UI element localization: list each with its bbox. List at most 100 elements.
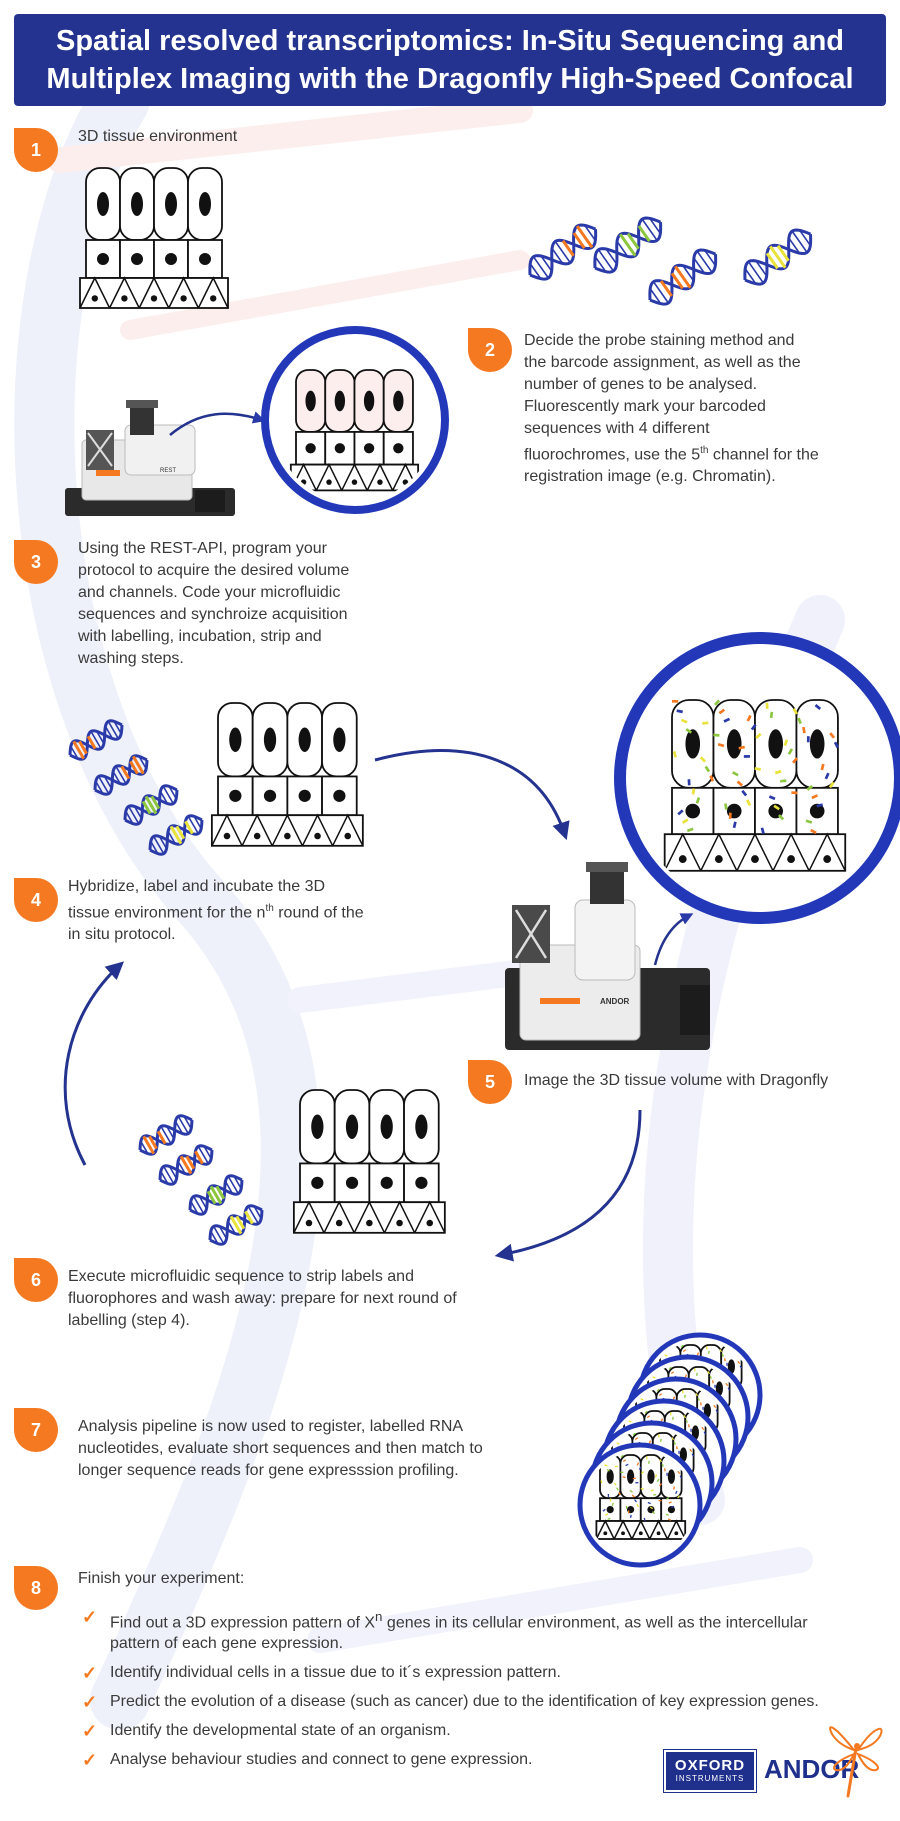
fluorescent-label xyxy=(620,1454,624,1458)
basal-nucleus xyxy=(180,295,187,302)
fluorescent-label xyxy=(648,1460,650,1464)
cell-nucleus xyxy=(334,443,346,454)
fluorescent-label xyxy=(721,1353,724,1357)
dna-strand xyxy=(158,1144,214,1186)
basal-layer xyxy=(79,277,229,309)
step-5-text: Image the 3D tissue volume with Dragonfl… xyxy=(524,1070,894,1092)
fluorescent-label xyxy=(640,1398,644,1401)
fluorescent-label xyxy=(628,1420,632,1423)
step-3-line: washing steps. xyxy=(78,650,184,667)
cell-nucleus xyxy=(685,803,701,819)
fluorescent-label xyxy=(806,736,810,743)
fluorescent-label xyxy=(668,1366,672,1370)
fluorescent-label xyxy=(664,1354,668,1357)
basal-nucleus xyxy=(121,295,128,302)
fluorescent-label xyxy=(665,1513,669,1516)
basal-nucleus xyxy=(426,1219,434,1227)
fluorescent-label xyxy=(820,763,825,771)
fluorescent-label xyxy=(715,1409,719,1413)
fluorescent-label xyxy=(632,1477,636,1480)
fluorescent-label xyxy=(616,1487,619,1491)
fluorescent-label xyxy=(604,1464,608,1467)
fluorescent-label xyxy=(658,1393,663,1397)
oxford-instruments-logo: OXFORD INSTRUMENTS xyxy=(663,1749,757,1793)
tissue-in-circle-step3 xyxy=(289,369,420,492)
fluorescent-label xyxy=(658,1434,660,1438)
fluorescent-label xyxy=(675,1446,678,1450)
fluorescent-label xyxy=(632,1432,636,1436)
fluorescent-label xyxy=(654,1474,658,1478)
dna-barcodes-step2 xyxy=(528,216,813,306)
step-3-line: with labelling, incubation, strip and xyxy=(78,628,322,645)
dna-strand xyxy=(138,1114,194,1156)
step-2-line: Fluorescently mark your barcoded xyxy=(524,398,766,415)
cell-nucleus xyxy=(229,789,242,802)
cell-nucleus xyxy=(415,1176,428,1189)
cell-nucleus xyxy=(715,1381,724,1396)
cell-nucleus xyxy=(703,1403,712,1418)
cell-nucleus xyxy=(333,727,346,752)
cuboidal-cell xyxy=(119,239,155,279)
step-badge-3: 3 xyxy=(14,540,58,584)
fluorescent-label xyxy=(769,711,774,719)
fluorescent-label xyxy=(606,1468,610,1472)
fluorescent-label xyxy=(673,1441,676,1445)
basal-nucleus xyxy=(656,1531,661,1536)
fluorescent-label xyxy=(616,1442,620,1445)
fluorescent-label xyxy=(640,1488,644,1490)
checklist-item: ✓Find out a 3D expression pattern of Xn … xyxy=(78,1606,838,1654)
fluorescent-label xyxy=(672,700,679,703)
dna-strand xyxy=(123,784,179,826)
image-stack-step7 xyxy=(577,1332,763,1568)
fluorescent-label xyxy=(683,1414,686,1419)
fluorescent-label xyxy=(745,799,752,806)
fluorescent-label xyxy=(682,1390,684,1394)
step-4-line: tissue environment for the nth round of … xyxy=(68,898,428,924)
check-icon: ✓ xyxy=(82,1750,98,1771)
basal-nucleus xyxy=(223,832,231,840)
fluorescent-label xyxy=(707,1370,710,1375)
fluorescent-label xyxy=(697,1397,700,1401)
dna-strand xyxy=(68,719,124,761)
dragonfly-microscope-step5: ANDOR xyxy=(505,862,710,1050)
fluorescent-label xyxy=(650,1489,654,1492)
basal-layer xyxy=(289,463,420,492)
fluorescent-label xyxy=(629,1489,633,1493)
cell-nucleus xyxy=(393,390,404,412)
step-7-text: Analysis pipeline is now used to registe… xyxy=(78,1416,568,1482)
fluorescent-label xyxy=(677,1495,680,1499)
cell-nucleus xyxy=(726,729,742,759)
step-1-line: 3D tissue environment xyxy=(78,128,238,145)
dna-strand xyxy=(188,1174,244,1216)
cell-nucleus xyxy=(199,253,211,265)
cell-nucleus xyxy=(685,729,701,759)
fluorescent-label xyxy=(659,1458,662,1463)
cell-nucleus xyxy=(165,253,177,265)
fluorescent-label xyxy=(652,1511,656,1515)
cell-nucleus xyxy=(131,192,143,216)
cell-nucleus xyxy=(345,1114,359,1139)
cell-nucleus xyxy=(380,1176,393,1189)
fluorescent-label xyxy=(814,704,822,710)
fluorescent-label xyxy=(643,1517,646,1521)
cell-nucleus xyxy=(606,1506,614,1514)
step-3-line: protocol to acquire the desired volume xyxy=(78,562,350,579)
cell-nucleus xyxy=(809,803,825,819)
fluorescent-label xyxy=(670,1412,672,1416)
fluorescent-label xyxy=(660,1438,662,1442)
step-1-text: 3D tissue environment xyxy=(78,126,237,148)
fluorescent-label xyxy=(648,1440,652,1444)
step-badge-4: 4 xyxy=(14,878,58,922)
cell-nucleus xyxy=(393,443,404,454)
step-5-line: Image the 3D tissue volume with Dragonfl… xyxy=(524,1072,829,1089)
basal-nucleus xyxy=(678,855,687,863)
step-3-line: sequences and synchroize acquisition xyxy=(78,606,348,623)
basal-nucleus xyxy=(284,832,291,840)
fluorescent-label xyxy=(636,1503,639,1508)
fluorescent-label xyxy=(684,1394,686,1398)
fluorescent-label xyxy=(656,1478,660,1482)
fluorescent-label xyxy=(613,1482,617,1486)
basal-nucleus xyxy=(326,479,332,485)
step-3-line: Using the REST-API, program your xyxy=(78,540,327,557)
